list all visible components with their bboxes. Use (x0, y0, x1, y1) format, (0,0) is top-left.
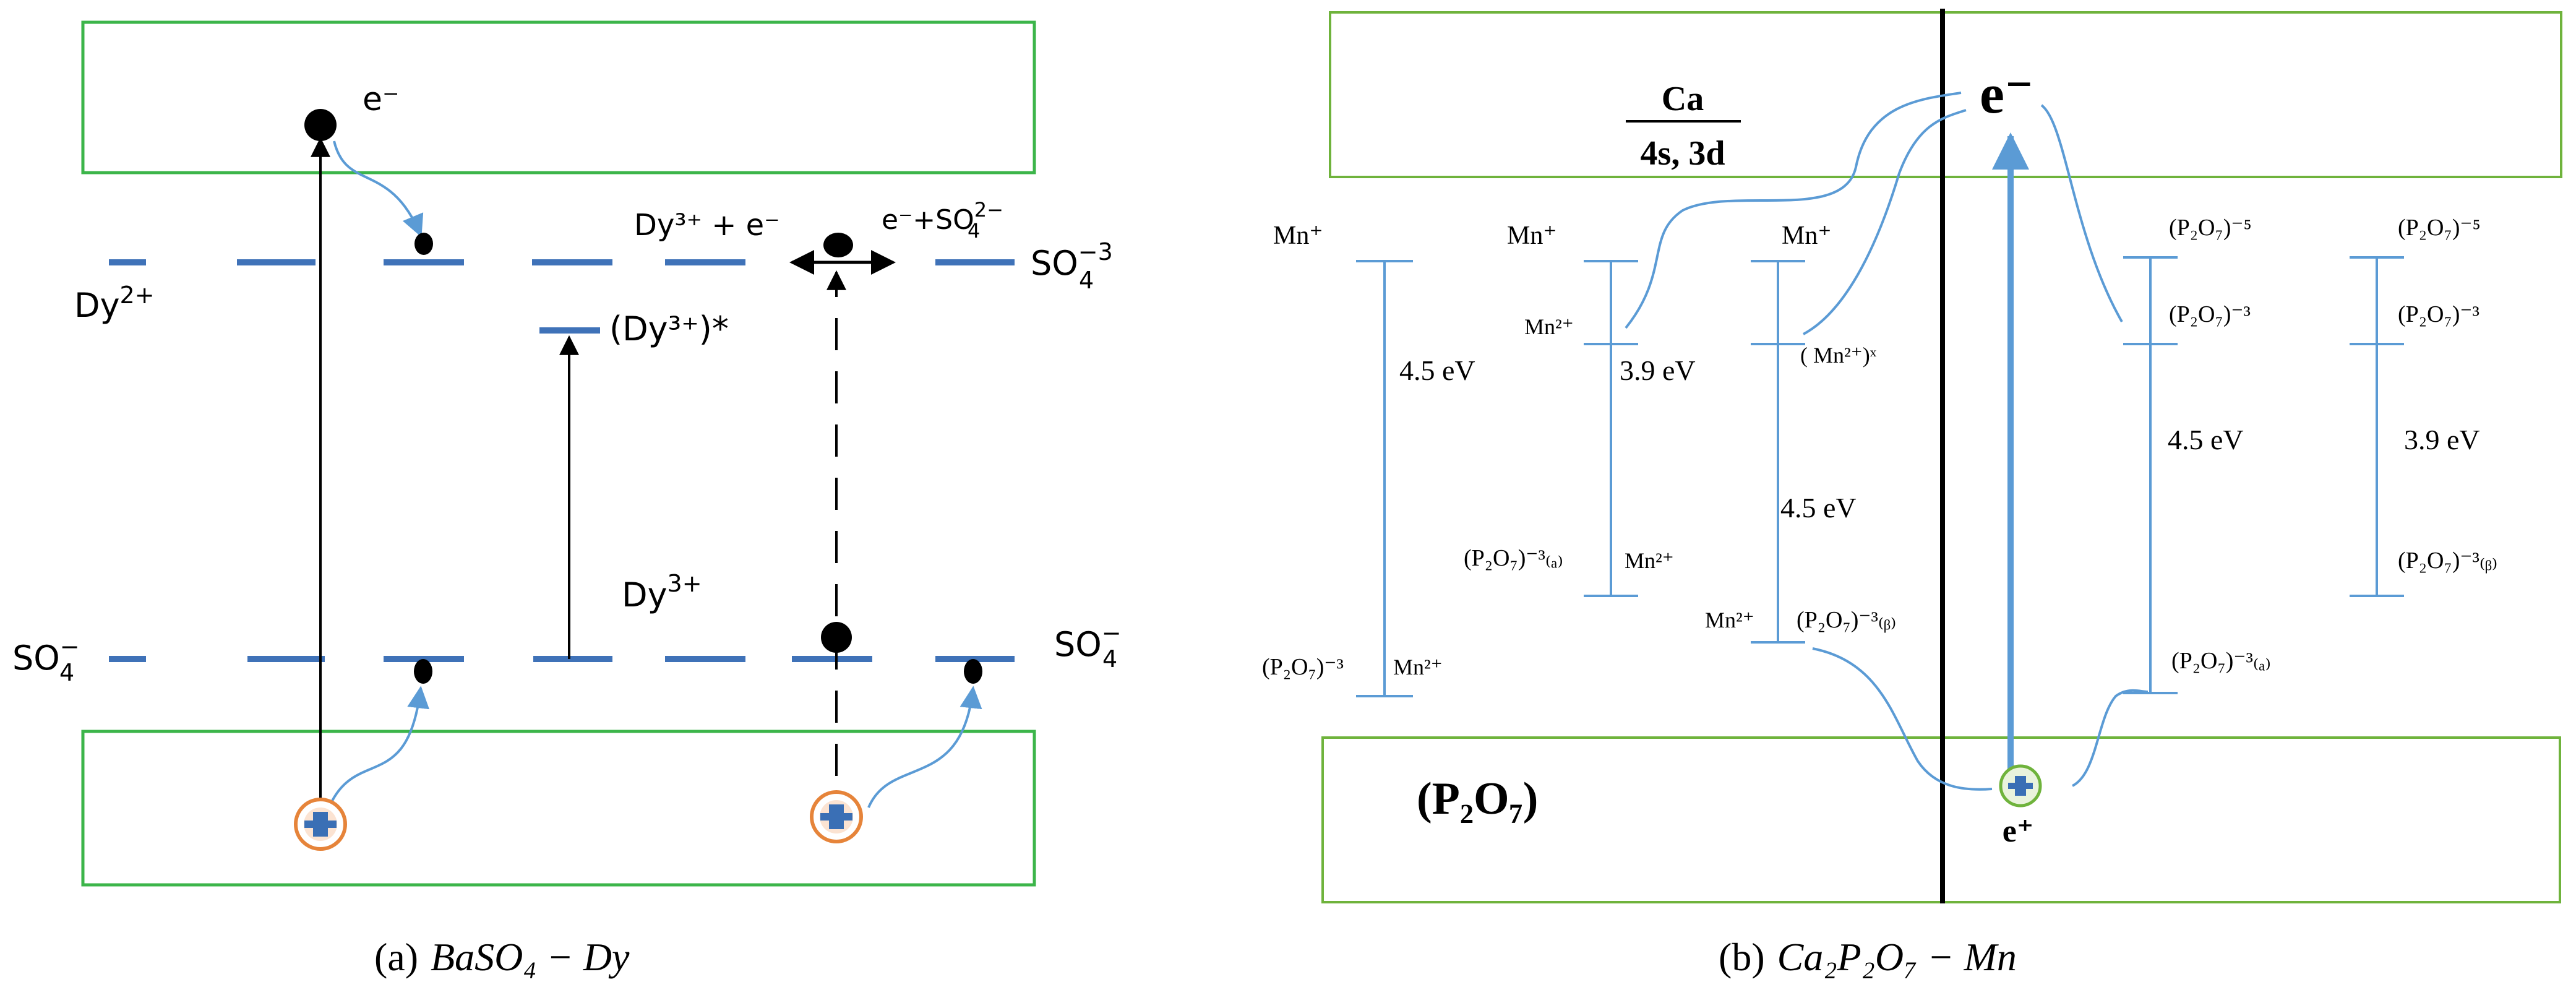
electron-label-a: e⁻ (363, 81, 399, 118)
panel-a: e⁻ Dy2+ Dy³⁺ + e⁻ e⁻+SO2 (12, 20, 1122, 979)
energy-label-3: 4.5 eV (1780, 492, 1857, 523)
mn2-plus-label-2: Mn²⁺ (1625, 548, 1674, 573)
p2o7-label-a-right: (P₂O₇)⁻³₍ₐ₎ (2171, 648, 2271, 674)
panel-b: Ca 4s, 3d e⁻ e⁺ (1262, 9, 2562, 979)
so4-right-label: SO− (1054, 619, 1122, 664)
mn-plus-label-2: Mn⁺ (1507, 222, 1557, 250)
p2o7-label-bottom-left: (P₂O₇)⁻³ (1262, 654, 1344, 680)
mn2-plus-label-4: Mn²⁺ (1393, 655, 1443, 679)
caption-b: (b)Ca₂P₂O₇ − Mn (1719, 935, 2017, 979)
e-so4-subscript: 4 (968, 219, 980, 243)
dy3-label: Dy3+ (622, 570, 702, 614)
dy3-reaction-label: Dy³⁺ + e⁻ (634, 208, 780, 243)
p2o7-5-label-2: (P₂O₇)⁻⁵ (2398, 215, 2481, 241)
hole-icon (1999, 764, 2042, 808)
mn2-plus-label-3: Mn²⁺ (1705, 608, 1754, 632)
p2o7-label-b-right: (P₂O₇)⁻³₍ᵦ₎ (2398, 548, 2497, 574)
energy-label-2: 3.9 eV (1620, 355, 1696, 386)
p2o7-label-a-left: (P₂O₇)⁻³₍ₐ₎ (1464, 545, 1563, 571)
trapped-electron-lower-2 (964, 659, 982, 684)
conduction-band-b (1329, 11, 2562, 178)
mn2-plus-label-1: Mn²⁺ (1524, 314, 1574, 339)
valence-label-b: (P₂O₇) (1417, 773, 1538, 824)
mn-plus-label-1: Mn⁺ (1273, 222, 1323, 250)
hole-label-b: e⁺ (2003, 814, 2034, 849)
dy3-excited-label: (Dy³⁺)* (609, 309, 729, 348)
p2o7-3-label-2: (P₂O₇)⁻³ (2398, 301, 2479, 327)
energy-levels-b (1356, 256, 2404, 697)
so4-minus3-subscript: 4 (1079, 267, 1094, 294)
mn-plus-label-3: Mn⁺ (1782, 222, 1832, 250)
energy-label-5: 3.9 eV (2404, 424, 2480, 455)
hole-icon (810, 790, 863, 843)
captured-electron-large (821, 622, 852, 653)
so4-right-subscript: 4 (1102, 645, 1117, 673)
hole-curve-1 (330, 686, 430, 803)
caption-a: (a)BaSO₄ − Dy (374, 935, 630, 979)
cb-to-p2o7-curve (2040, 104, 2123, 322)
e-so4-label: e⁻+SO2− (882, 198, 1003, 236)
trapped-electron-lower-1 (414, 659, 432, 684)
mn2-to-cb-curve (1625, 92, 1962, 329)
electron-label-b: e⁻ (1980, 64, 2033, 125)
electron-dot-cb (304, 109, 337, 141)
conduction-band-a (81, 20, 1036, 174)
hole-icon (294, 798, 347, 851)
ca-orbitals-label: 4s, 3d (1641, 134, 1725, 173)
electron-exchange-dot (823, 233, 853, 257)
trapped-electron-upper (414, 233, 433, 255)
hole-curve-2 (867, 686, 982, 808)
p2o7-label-b-mid: (P₂O₇)⁻³₍ᵦ₎ (1797, 607, 1896, 633)
mn2x-to-cb-curve (1803, 109, 1967, 335)
valence-band-a (81, 730, 1036, 887)
energy-label-4: 4.5 eV (2168, 424, 2244, 455)
p2o7-3-label-1: (P₂O₇)⁻³ (2169, 301, 2251, 327)
trap-capture-curve (333, 140, 424, 238)
so4-minus3-label: SO−3 (1031, 238, 1113, 283)
ca-label: Ca (1662, 80, 1704, 118)
hole-to-p2o7a-curve (2072, 689, 2149, 787)
energy-label-1: 4.5 eV (1399, 355, 1475, 386)
p2o7b-to-hole-curve (1812, 647, 1993, 791)
mn2x-label: ( Mn²⁺)ˣ (1800, 343, 1877, 368)
p2o7-5-label-1: (P₂O₇)⁻⁵ (2169, 215, 2252, 241)
dy2-label: Dy2+ (74, 282, 155, 325)
so4-left-label: SO− (12, 633, 80, 678)
so4-left-subscript: 4 (59, 659, 74, 686)
